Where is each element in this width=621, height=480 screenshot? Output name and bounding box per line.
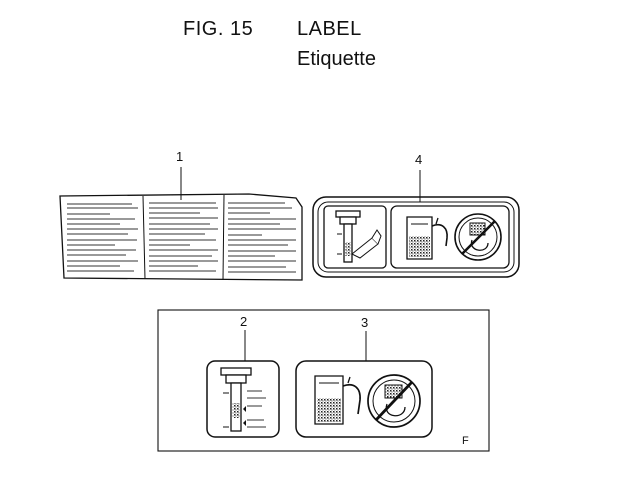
callout-3: 3 [361,315,368,330]
fuel-pump-icon [406,216,448,260]
inset-frame: F [157,309,490,452]
oil-dipstick-icon [323,205,387,269]
callout-2: 2 [240,314,247,329]
callout-4: 4 [415,152,422,167]
label-part-1: 1 [59,149,303,281]
label-part-4: 4 [312,152,520,278]
figure-subtitle: Etiquette [297,48,376,70]
callout-1: 1 [176,149,183,164]
figure-number: FIG. 15 [183,18,254,40]
inset-corner-mark: F [462,435,469,447]
no-fire-icon [367,374,421,428]
fuel-pump-icon [314,375,361,425]
figure-title: LABEL [297,18,362,40]
label-part-2: 2 [206,314,280,438]
no-fire-icon [454,213,502,261]
label-part-3: 3 [295,315,433,438]
